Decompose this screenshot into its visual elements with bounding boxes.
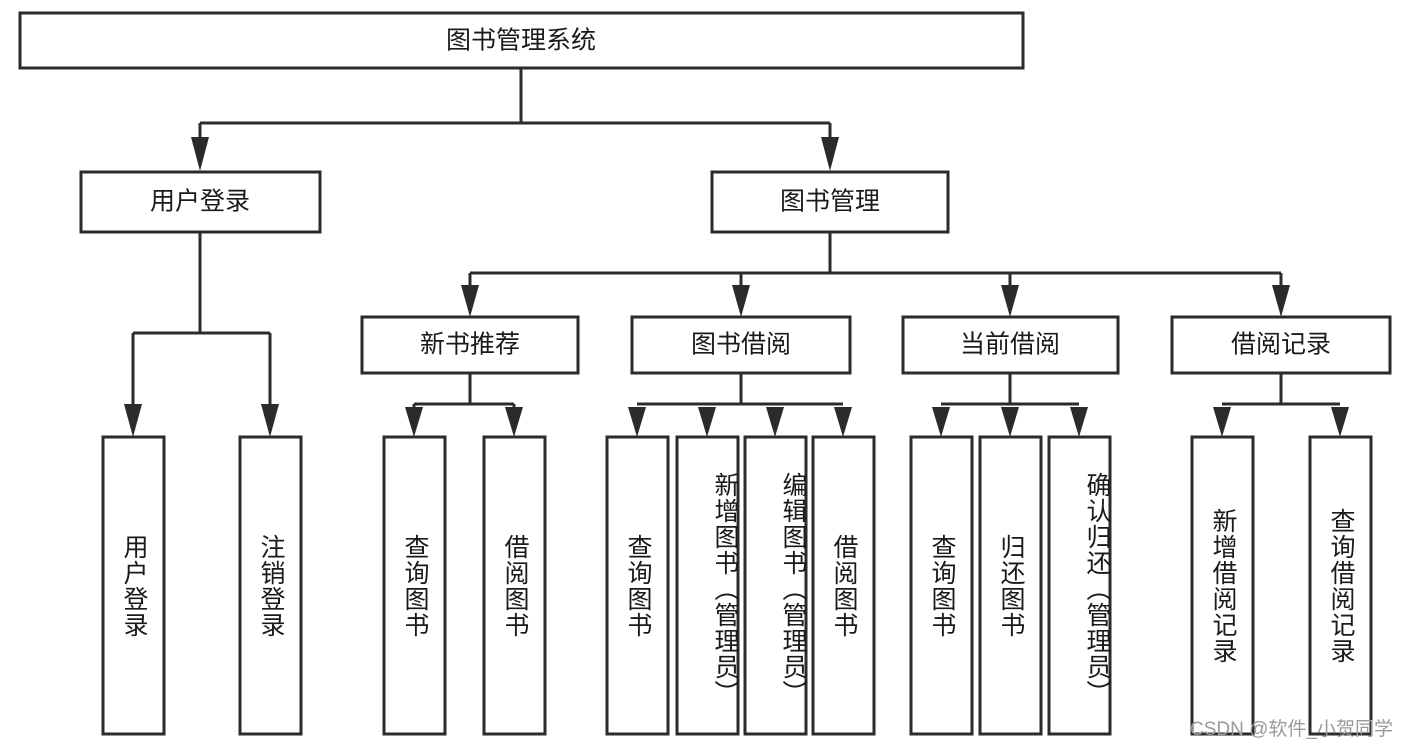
arrow-book-to-new-icon bbox=[461, 285, 479, 317]
node-leaf-bookborrow-borrow[interactable] bbox=[811, 435, 876, 736]
connector-group-current-borrow bbox=[932, 373, 1088, 437]
node-new-book-label: 新书推荐 bbox=[420, 331, 520, 359]
arrow-currentborrow-leaf-2-icon bbox=[1001, 407, 1019, 437]
connector-group-new-book bbox=[405, 373, 523, 437]
arrow-book-to-borrow-icon bbox=[732, 285, 750, 317]
node-leaf-newbook-query[interactable] bbox=[382, 435, 447, 736]
node-current-borrow[interactable] bbox=[901, 315, 1120, 375]
connector-group-book-borrow bbox=[628, 373, 852, 437]
node-book-borrow-label: 图书借阅 bbox=[691, 331, 791, 359]
arrow-bookborrow-leaf-3-icon bbox=[766, 407, 784, 437]
node-root[interactable] bbox=[18, 11, 1025, 70]
arrow-borrowrecord-leaf-1-icon bbox=[1213, 407, 1231, 437]
node-current-borrow-label: 当前借阅 bbox=[960, 331, 1060, 359]
node-book-manage[interactable] bbox=[710, 170, 950, 234]
node-leaf-currentborrow-confirm[interactable] bbox=[1047, 435, 1112, 736]
arrow-newbook-leaf-2-icon bbox=[505, 407, 523, 437]
node-leaf-currentborrow-query[interactable] bbox=[909, 435, 974, 736]
arrow-currentborrow-leaf-3-icon bbox=[1070, 407, 1088, 437]
node-borrow-record[interactable] bbox=[1170, 315, 1392, 375]
connector-group-book-manage bbox=[461, 232, 1290, 317]
connector-group-user-login bbox=[124, 232, 279, 437]
arrow-bookborrow-leaf-4-icon bbox=[834, 407, 852, 437]
node-leaf-user-login[interactable] bbox=[101, 435, 166, 736]
node-borrow-record-label: 借阅记录 bbox=[1231, 331, 1331, 359]
node-new-book[interactable] bbox=[360, 315, 580, 375]
node-leaf-user-logout[interactable] bbox=[238, 435, 303, 736]
arrow-user-leaf-1-icon bbox=[124, 404, 142, 437]
arrow-newbook-leaf-1-icon bbox=[405, 407, 423, 437]
arrow-bookborrow-leaf-1-icon bbox=[628, 407, 646, 437]
watermark-text: CSDN @软件_小贺同学 bbox=[1190, 719, 1393, 740]
node-leaf-newbook-borrow[interactable] bbox=[482, 435, 547, 736]
node-leaf-currentborrow-return[interactable] bbox=[978, 435, 1043, 736]
arrow-borrowrecord-leaf-2-icon bbox=[1331, 407, 1349, 437]
node-leaf-bookborrow-add[interactable] bbox=[675, 435, 740, 736]
node-leaf-bookborrow-edit[interactable] bbox=[743, 435, 808, 736]
node-book-manage-label: 图书管理 bbox=[780, 188, 880, 216]
arrow-bookborrow-leaf-2-icon bbox=[698, 407, 716, 437]
node-leaf-record-add[interactable] bbox=[1190, 435, 1255, 736]
arrow-root-to-user-icon bbox=[191, 137, 209, 171]
connector-group-root bbox=[191, 68, 839, 171]
arrow-book-to-current-icon bbox=[1001, 285, 1019, 317]
connector-group-borrow-record bbox=[1213, 373, 1349, 437]
node-user-login-label: 用户登录 bbox=[150, 188, 250, 216]
node-leaf-bookborrow-query[interactable] bbox=[605, 435, 670, 736]
node-root-label: 图书管理系统 bbox=[446, 27, 596, 55]
node-leaf-record-query[interactable] bbox=[1308, 435, 1373, 736]
node-book-borrow[interactable] bbox=[630, 315, 852, 375]
arrow-root-to-book-icon bbox=[821, 137, 839, 171]
node-user-login[interactable] bbox=[79, 170, 322, 234]
arrow-user-leaf-2-icon bbox=[261, 404, 279, 437]
arrow-book-to-record-icon bbox=[1272, 285, 1290, 317]
arrow-currentborrow-leaf-1-icon bbox=[932, 407, 950, 437]
